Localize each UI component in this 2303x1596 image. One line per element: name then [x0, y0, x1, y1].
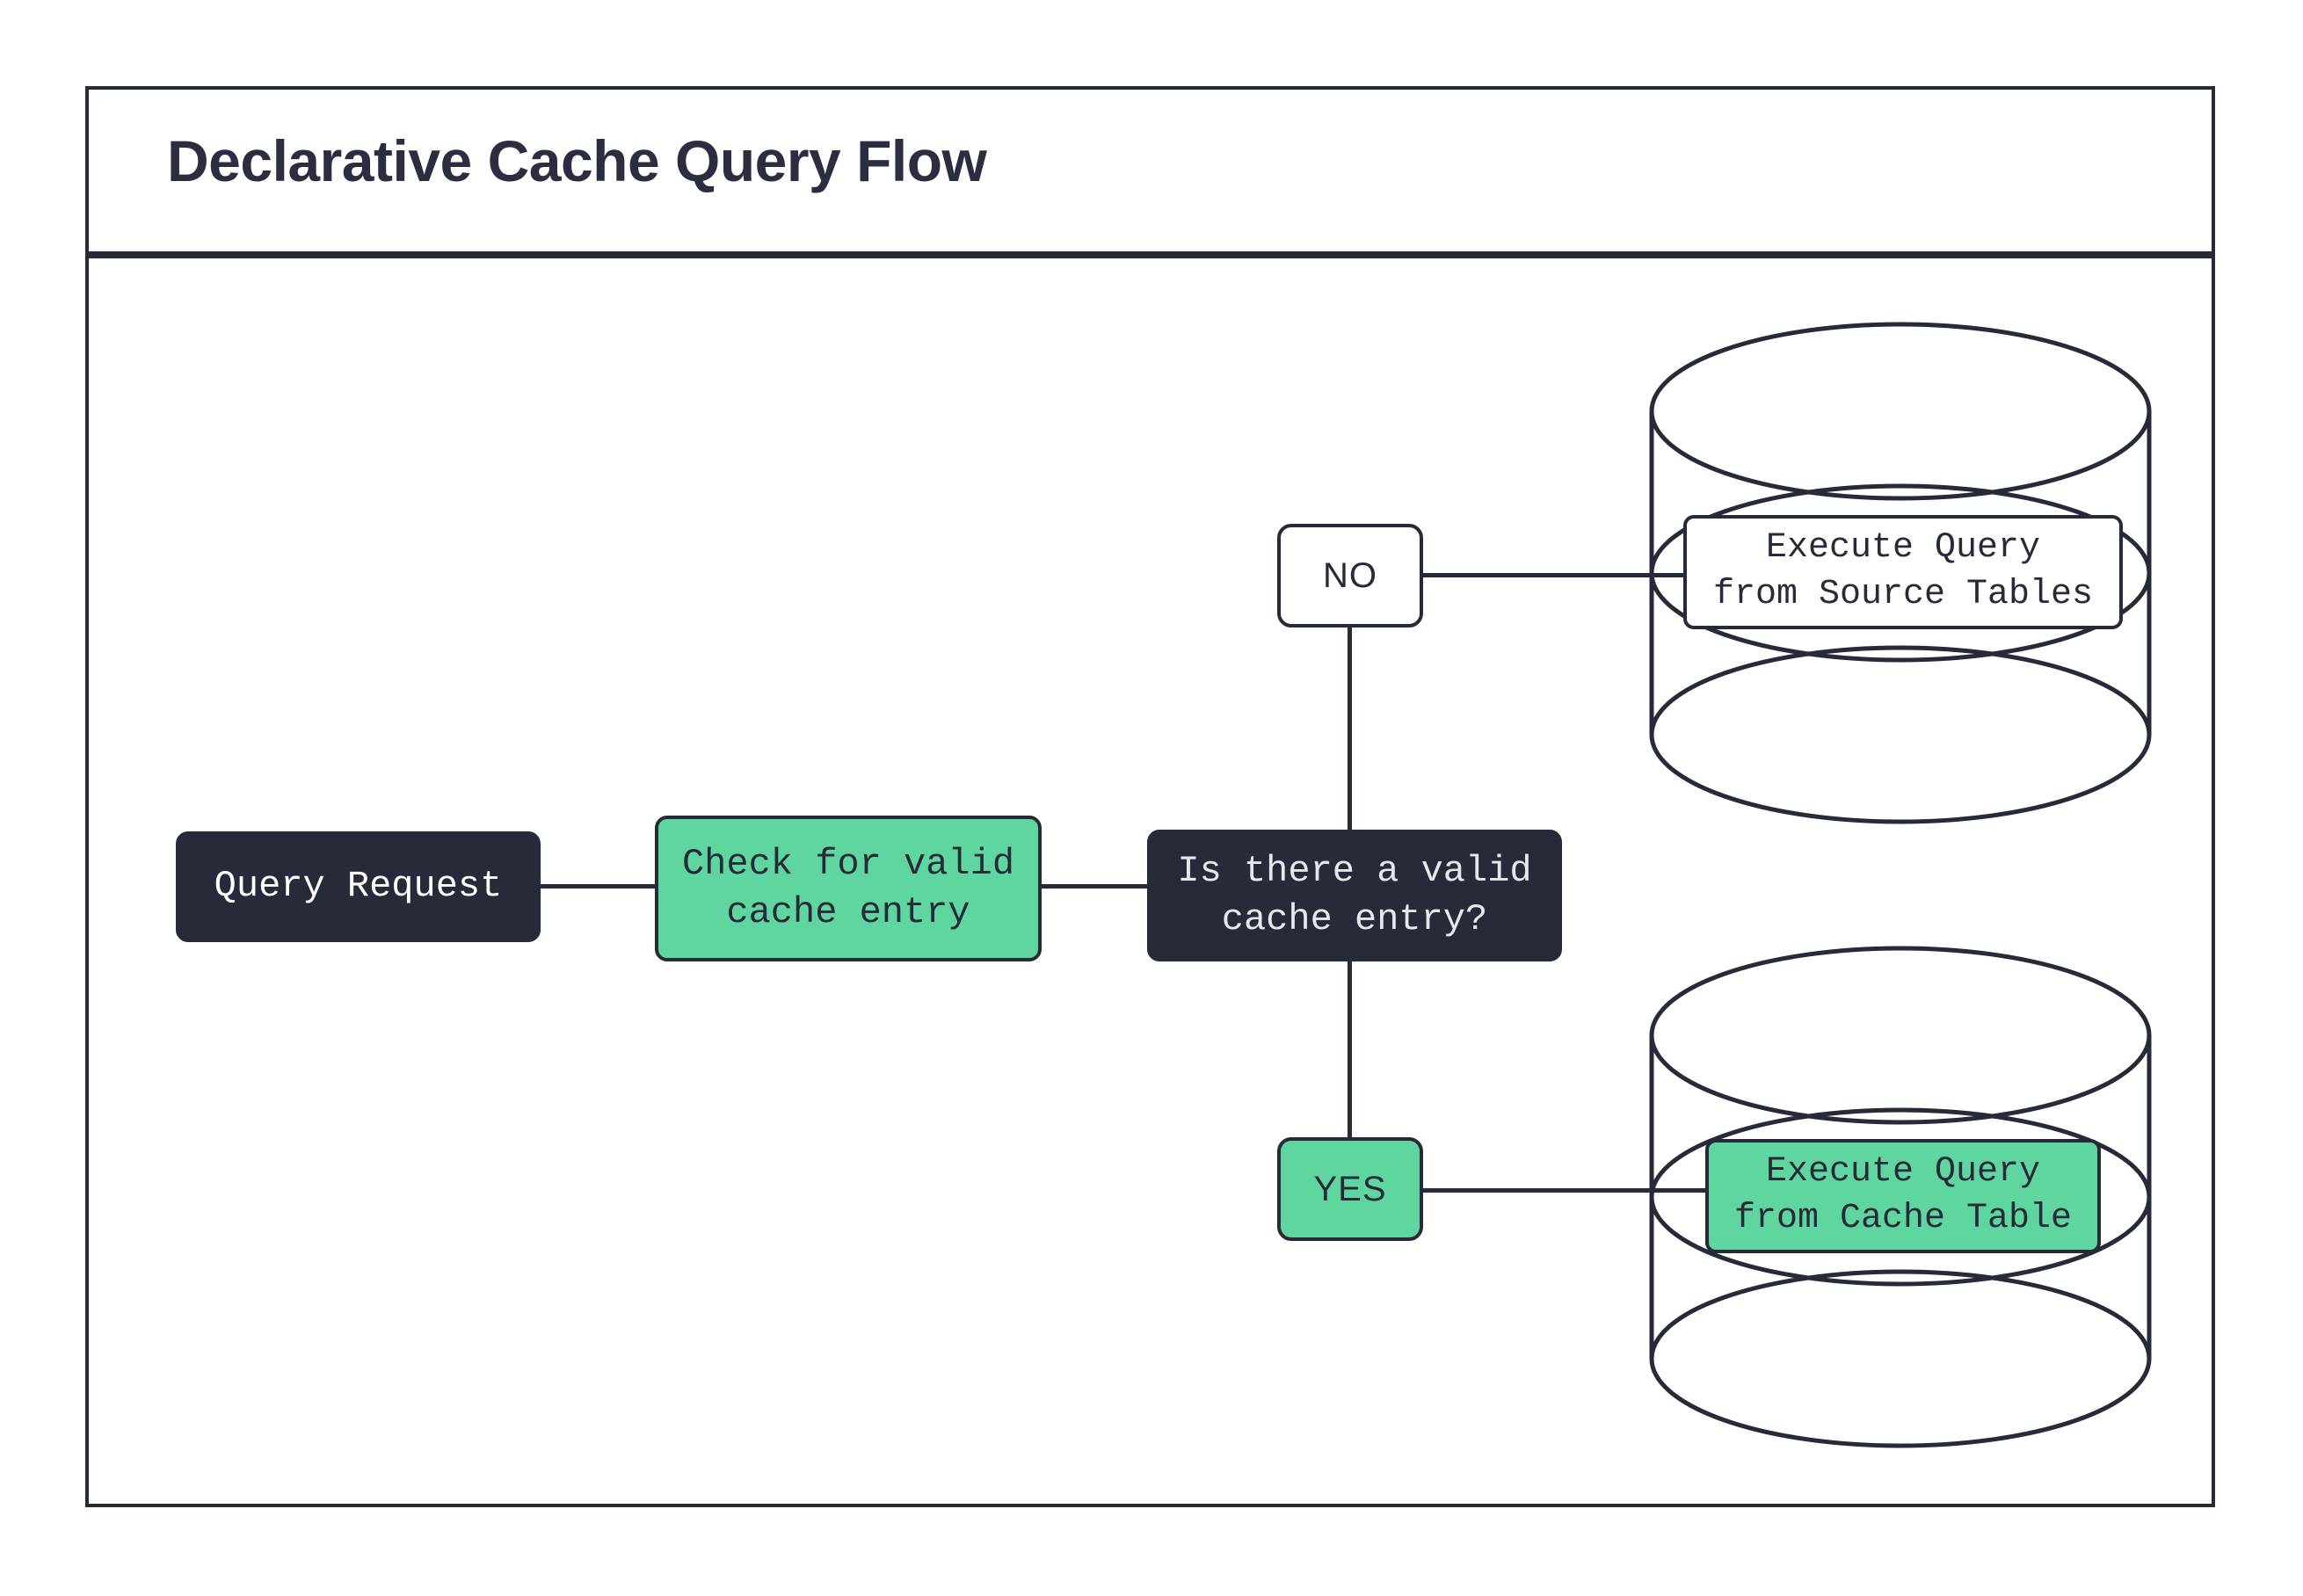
node-branch-yes[interactable]: YES — [1277, 1137, 1423, 1241]
node-query-request[interactable]: Query Request — [176, 831, 541, 942]
edge-no-to-execute-source — [1420, 573, 1692, 577]
edge-decision-to-no — [1348, 624, 1352, 835]
edge-check-cache-to-decision — [1038, 884, 1151, 889]
node-check-for-valid-cache-entry-label: Check for valid cache entry — [681, 842, 1015, 933]
cache-table-database-icon — [1649, 946, 2152, 1448]
page-title: Declarative Cache Query Flow — [167, 128, 987, 193]
node-query-request-label: Query Request — [214, 865, 503, 908]
node-check-for-valid-cache-entry[interactable]: Check for valid cache entry — [655, 816, 1042, 961]
node-execute-query-from-cache-table-label: Execute Query from Cache Table — [1733, 1152, 2073, 1238]
node-branch-yes-label: YES — [1313, 1169, 1387, 1208]
node-execute-query-from-source-tables-label: Execute Query from Source Tables — [1712, 528, 2094, 614]
node-branch-no-label: NO — [1323, 555, 1377, 595]
node-branch-no[interactable]: NO — [1277, 524, 1423, 628]
node-decision-valid-cache-entry[interactable]: Is there a valid cache entry? — [1147, 830, 1562, 961]
node-execute-query-from-source-tables[interactable]: Execute Query from Source Tables — [1683, 515, 2123, 629]
edge-decision-to-yes — [1348, 958, 1352, 1141]
diagram-frame-header — [85, 86, 2215, 255]
edge-yes-to-execute-cache — [1420, 1188, 1710, 1193]
node-execute-query-from-cache-table[interactable]: Execute Query from Cache Table — [1705, 1139, 2101, 1253]
edge-query-request-to-check-cache — [537, 884, 658, 889]
node-decision-valid-cache-entry-label: Is there a valid cache entry? — [1177, 849, 1532, 940]
source-tables-database-icon — [1649, 322, 2152, 824]
